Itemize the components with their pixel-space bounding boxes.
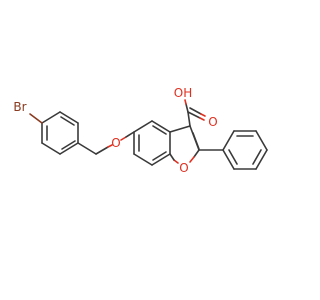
ch2-o-bond bbox=[95, 146, 109, 155]
bond bbox=[41, 111, 61, 124]
bond bbox=[133, 120, 153, 133]
o-aryl-bond-red bbox=[120, 136, 127, 141]
bond bbox=[133, 153, 153, 166]
bond bbox=[151, 120, 171, 133]
molecule-diagram: Br O O bbox=[13, 86, 268, 175]
bond bbox=[255, 149, 268, 170]
double-bond bbox=[252, 149, 262, 165]
double-bond bbox=[61, 140, 76, 150]
double-bond bbox=[192, 132, 200, 150]
carbonyl-oxygen-label: O bbox=[208, 115, 217, 129]
c-o-double-bond-red bbox=[199, 117, 205, 121]
furan-oxygen-label: O bbox=[179, 161, 188, 175]
furan-ring bbox=[169, 125, 200, 164]
bond bbox=[41, 142, 61, 155]
c-o-double-bond bbox=[187, 111, 201, 119]
bond-red bbox=[189, 156, 195, 163]
bond bbox=[169, 125, 191, 133]
ether-oxygen-label: O bbox=[111, 136, 120, 150]
o-aryl-bond bbox=[125, 131, 135, 138]
c-oh-bond-red bbox=[184, 99, 187, 105]
bromine-bond bbox=[29, 113, 43, 124]
carboxylic-acid-group bbox=[184, 99, 206, 127]
c-o-double-bond-2-red bbox=[200, 113, 206, 117]
ch2-o-bond-red bbox=[107, 144, 113, 148]
bond bbox=[169, 153, 175, 161]
bond bbox=[222, 130, 235, 151]
bond-red bbox=[173, 159, 179, 164]
double-bond bbox=[152, 151, 167, 161]
c-o-double-bond-2 bbox=[189, 107, 202, 115]
benzofuran-benzene-ring bbox=[133, 120, 171, 166]
structure-canvas: Br O O bbox=[13, 86, 268, 175]
carboxyl-bond bbox=[187, 111, 191, 127]
bond bbox=[151, 153, 171, 166]
bromophenyl-ring bbox=[41, 111, 79, 155]
phenyl-ring bbox=[222, 130, 268, 170]
c-oh-bond bbox=[185, 103, 189, 113]
hydroxyl-label: OH bbox=[174, 86, 192, 100]
bond bbox=[193, 149, 200, 158]
bromine-label: Br bbox=[13, 100, 26, 114]
bond bbox=[59, 111, 79, 124]
bond bbox=[59, 142, 79, 155]
double-bond bbox=[228, 149, 238, 165]
bond bbox=[255, 130, 268, 151]
double-bond bbox=[152, 125, 167, 135]
benzyl-bond bbox=[77, 142, 97, 155]
double-bond bbox=[60, 116, 75, 126]
bond bbox=[222, 149, 235, 170]
